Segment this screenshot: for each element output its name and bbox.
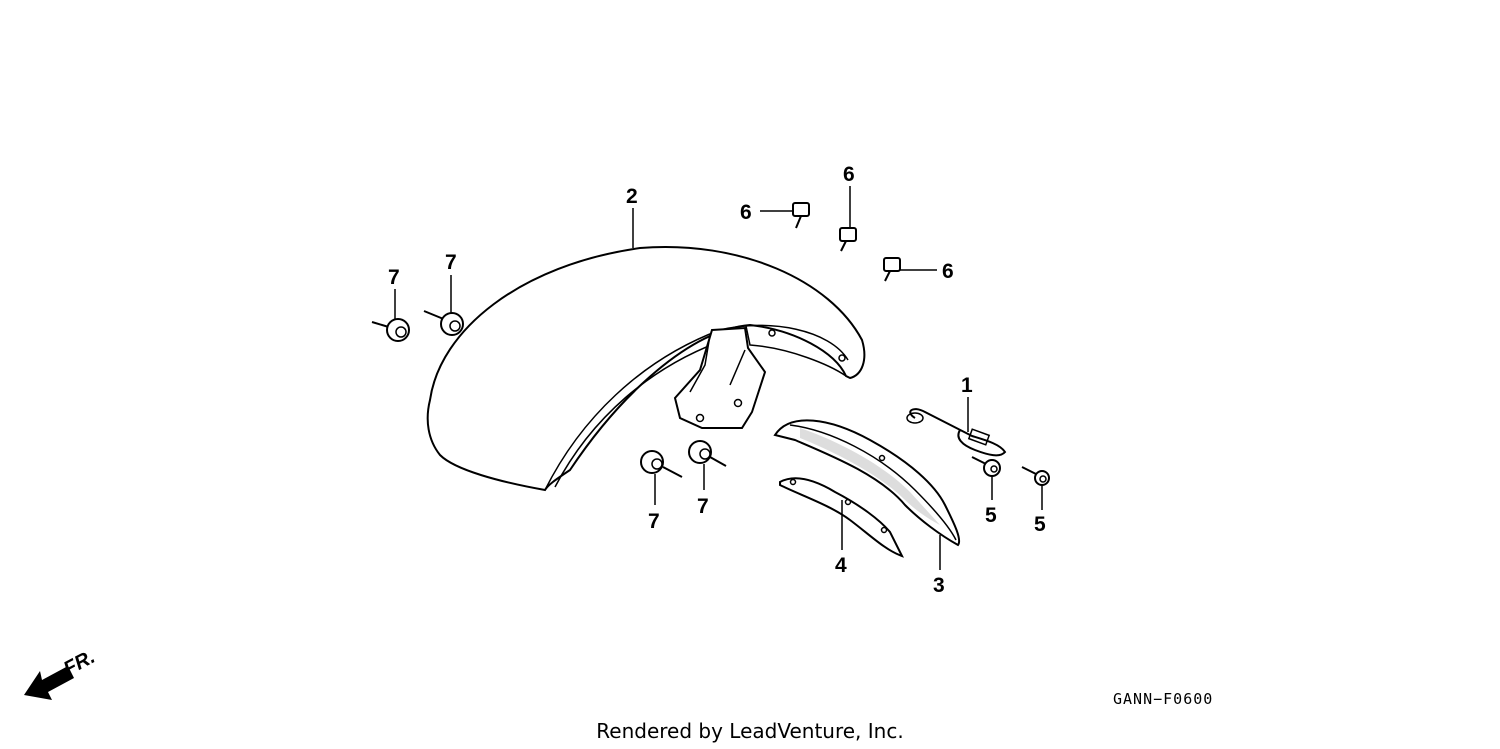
diagram-part-code: GANN−F0600 — [1113, 690, 1213, 708]
callout-5-left: 5 — [985, 504, 997, 527]
front-fender-part — [426, 246, 866, 492]
leader-lines — [394, 186, 1043, 570]
callout-7-bottom-right: 7 — [697, 495, 709, 518]
callout-6-top: 6 — [843, 163, 855, 186]
inner-stay-part — [779, 477, 905, 558]
callout-7-bottom-left: 7 — [648, 510, 660, 533]
bolt-6-middle — [839, 227, 857, 252]
callout-2: 2 — [626, 185, 638, 208]
hose-clip-part — [906, 408, 1007, 457]
callout-7-top-left: 7 — [388, 266, 400, 289]
bolt-7-top-right — [423, 310, 464, 336]
bolt-6-right — [883, 257, 901, 282]
callout-3: 3 — [933, 574, 945, 597]
bolt-7-bottom-left — [640, 450, 683, 478]
callout-6-left: 6 — [740, 201, 752, 224]
bolt-7-bottom-right — [688, 440, 727, 467]
callout-5-right: 5 — [1034, 513, 1046, 536]
screw-5-right — [1021, 466, 1050, 486]
callout-6-right: 6 — [942, 260, 954, 283]
screw-5-left — [971, 456, 1001, 477]
callout-4: 4 — [835, 554, 847, 577]
bolt-7-top-left — [371, 318, 410, 342]
render-credit: Rendered by LeadVenture, Inc. — [596, 719, 903, 743]
callout-7-top-right: 7 — [445, 251, 457, 274]
callout-1: 1 — [961, 374, 973, 397]
bolt-6-top — [792, 202, 810, 229]
front-direction-arrow-icon — [24, 666, 74, 700]
fender-trim-part — [773, 419, 961, 547]
